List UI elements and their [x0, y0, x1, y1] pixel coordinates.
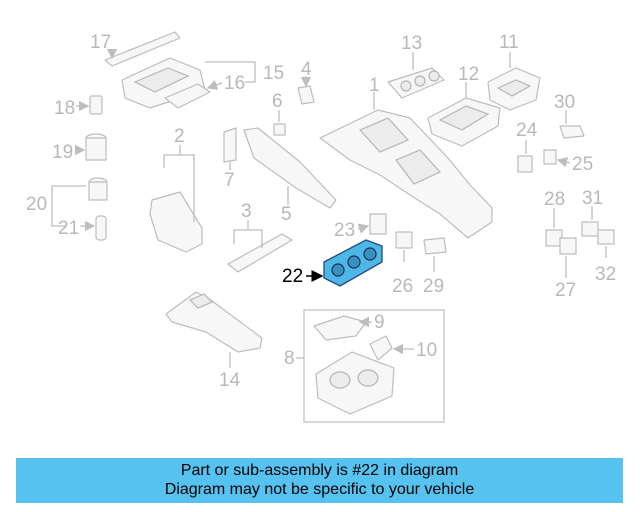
callout-8: 8 [284, 348, 295, 369]
callout-30: 30 [554, 92, 575, 113]
part-20-socket [51, 177, 108, 227]
part-30-button [559, 110, 585, 139]
part-17-trim-strip [104, 31, 181, 67]
part-8-cupholder-assembly [296, 309, 445, 423]
part-24-switch [517, 140, 533, 173]
callout-15: 15 [263, 63, 284, 84]
part-31-switch [581, 206, 599, 237]
callout-2: 2 [174, 126, 185, 147]
callout-6: 6 [272, 91, 283, 112]
callout-21: 21 [58, 218, 79, 239]
callout-28: 28 [544, 189, 565, 210]
part-23-switch [357, 213, 387, 235]
callout-24: 24 [516, 120, 538, 141]
callout-4: 4 [301, 59, 312, 80]
part-2-side-panel [149, 145, 203, 253]
callout-29: 29 [423, 276, 444, 297]
callout-18: 18 [54, 98, 75, 119]
part-14-air-duct [165, 291, 263, 368]
part-32-switch [597, 229, 615, 258]
part-25-switch [543, 149, 571, 168]
part-16-bracket [164, 80, 223, 109]
callout-23: 23 [334, 220, 355, 241]
callout-25: 25 [572, 154, 593, 175]
callout-14: 14 [219, 370, 241, 391]
callout-3: 3 [241, 201, 252, 222]
banner-line-2: Diagram may not be specific to your vehi… [164, 481, 475, 498]
part-7-strip [223, 127, 237, 170]
part-29-switch [423, 237, 447, 272]
callout-9: 9 [374, 312, 385, 333]
callout-22: 22 [282, 266, 303, 287]
callout-31: 31 [582, 188, 603, 209]
part-22-climate-control [306, 239, 383, 287]
callout-1: 1 [369, 75, 380, 96]
part-4-clip [297, 76, 315, 105]
callout-20: 20 [26, 194, 47, 215]
callout-10: 10 [416, 340, 437, 361]
callout-32: 32 [595, 264, 616, 285]
part-3-bracket [227, 220, 293, 273]
part-26-switch [395, 231, 413, 262]
part-5-side-trim [243, 127, 337, 209]
callout-12: 12 [458, 64, 479, 85]
callout-26: 26 [392, 276, 413, 297]
part-21-plug [80, 215, 107, 241]
part-19-socket [74, 133, 107, 161]
part-18-plug [76, 95, 103, 115]
callout-16: 16 [224, 73, 245, 94]
callout-17: 17 [90, 32, 111, 53]
callout-27: 27 [555, 280, 576, 301]
callout-19: 19 [52, 142, 73, 163]
part-6-clip [273, 110, 286, 136]
part-11-shift-boot [487, 52, 541, 111]
part-13-trim-panel [387, 52, 445, 99]
callout-13: 13 [401, 33, 422, 54]
part-27-switch [559, 237, 577, 278]
banner-line-1: Part or sub-assembly is #22 in diagram [180, 462, 459, 479]
part-12-tray [427, 82, 501, 147]
callout-11: 11 [499, 32, 519, 53]
callout-5: 5 [281, 204, 292, 225]
info-banner: Part or sub-assembly is #22 in diagram D… [16, 458, 623, 503]
callout-7: 7 [224, 170, 235, 191]
part-1-center-console [319, 92, 493, 239]
